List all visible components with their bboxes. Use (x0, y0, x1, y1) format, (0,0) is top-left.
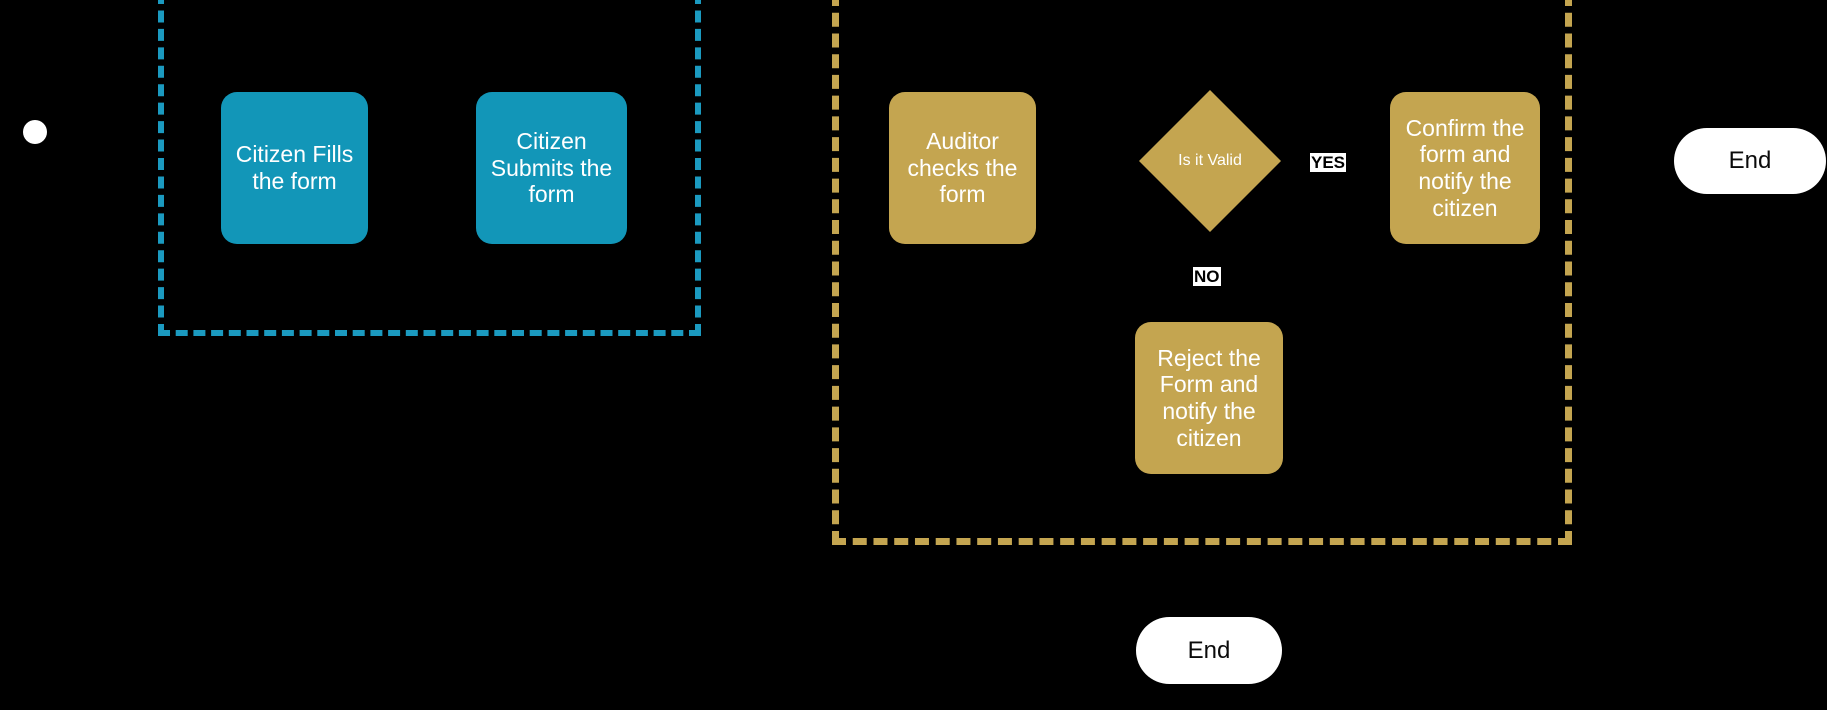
node-auditor-checks-the-form[interactable]: Auditor checks the form (889, 92, 1036, 244)
edge-label-no: NO (1193, 267, 1221, 286)
edge-label-yes: YES (1310, 153, 1347, 172)
node-end-bottom[interactable]: End (1136, 617, 1282, 684)
node-is-it-valid-decision[interactable]: Is it Valid (1139, 90, 1281, 232)
citizen-lane-container (158, 0, 701, 336)
node-reject-the-form-and-notify-the-citizen[interactable]: Reject the Form and notify the citizen (1135, 322, 1283, 474)
node-end-right[interactable]: End (1674, 128, 1826, 194)
node-label: Citizen Fills the form (235, 141, 354, 194)
node-confirm-the-form-and-notify-the-citizen[interactable]: Confirm the form and notify the citizen (1390, 92, 1540, 244)
node-citizen-fills-the-form[interactable]: Citizen Fills the form (221, 92, 368, 244)
node-label: Reject the Form and notify the citizen (1157, 344, 1261, 451)
node-label: Is it Valid (1178, 152, 1242, 169)
start-node-circle[interactable] (23, 120, 47, 144)
node-label: Citizen Submits the form (490, 127, 613, 208)
node-label: Auditor checks the form (907, 127, 1018, 208)
node-citizen-submits-the-form[interactable]: Citizen Submits the form (476, 92, 627, 244)
node-label: End (1187, 636, 1231, 664)
auditor-lane-container (832, 0, 1572, 545)
node-label: End (1728, 147, 1772, 174)
node-label: Confirm the form and notify the citizen (1405, 114, 1525, 221)
